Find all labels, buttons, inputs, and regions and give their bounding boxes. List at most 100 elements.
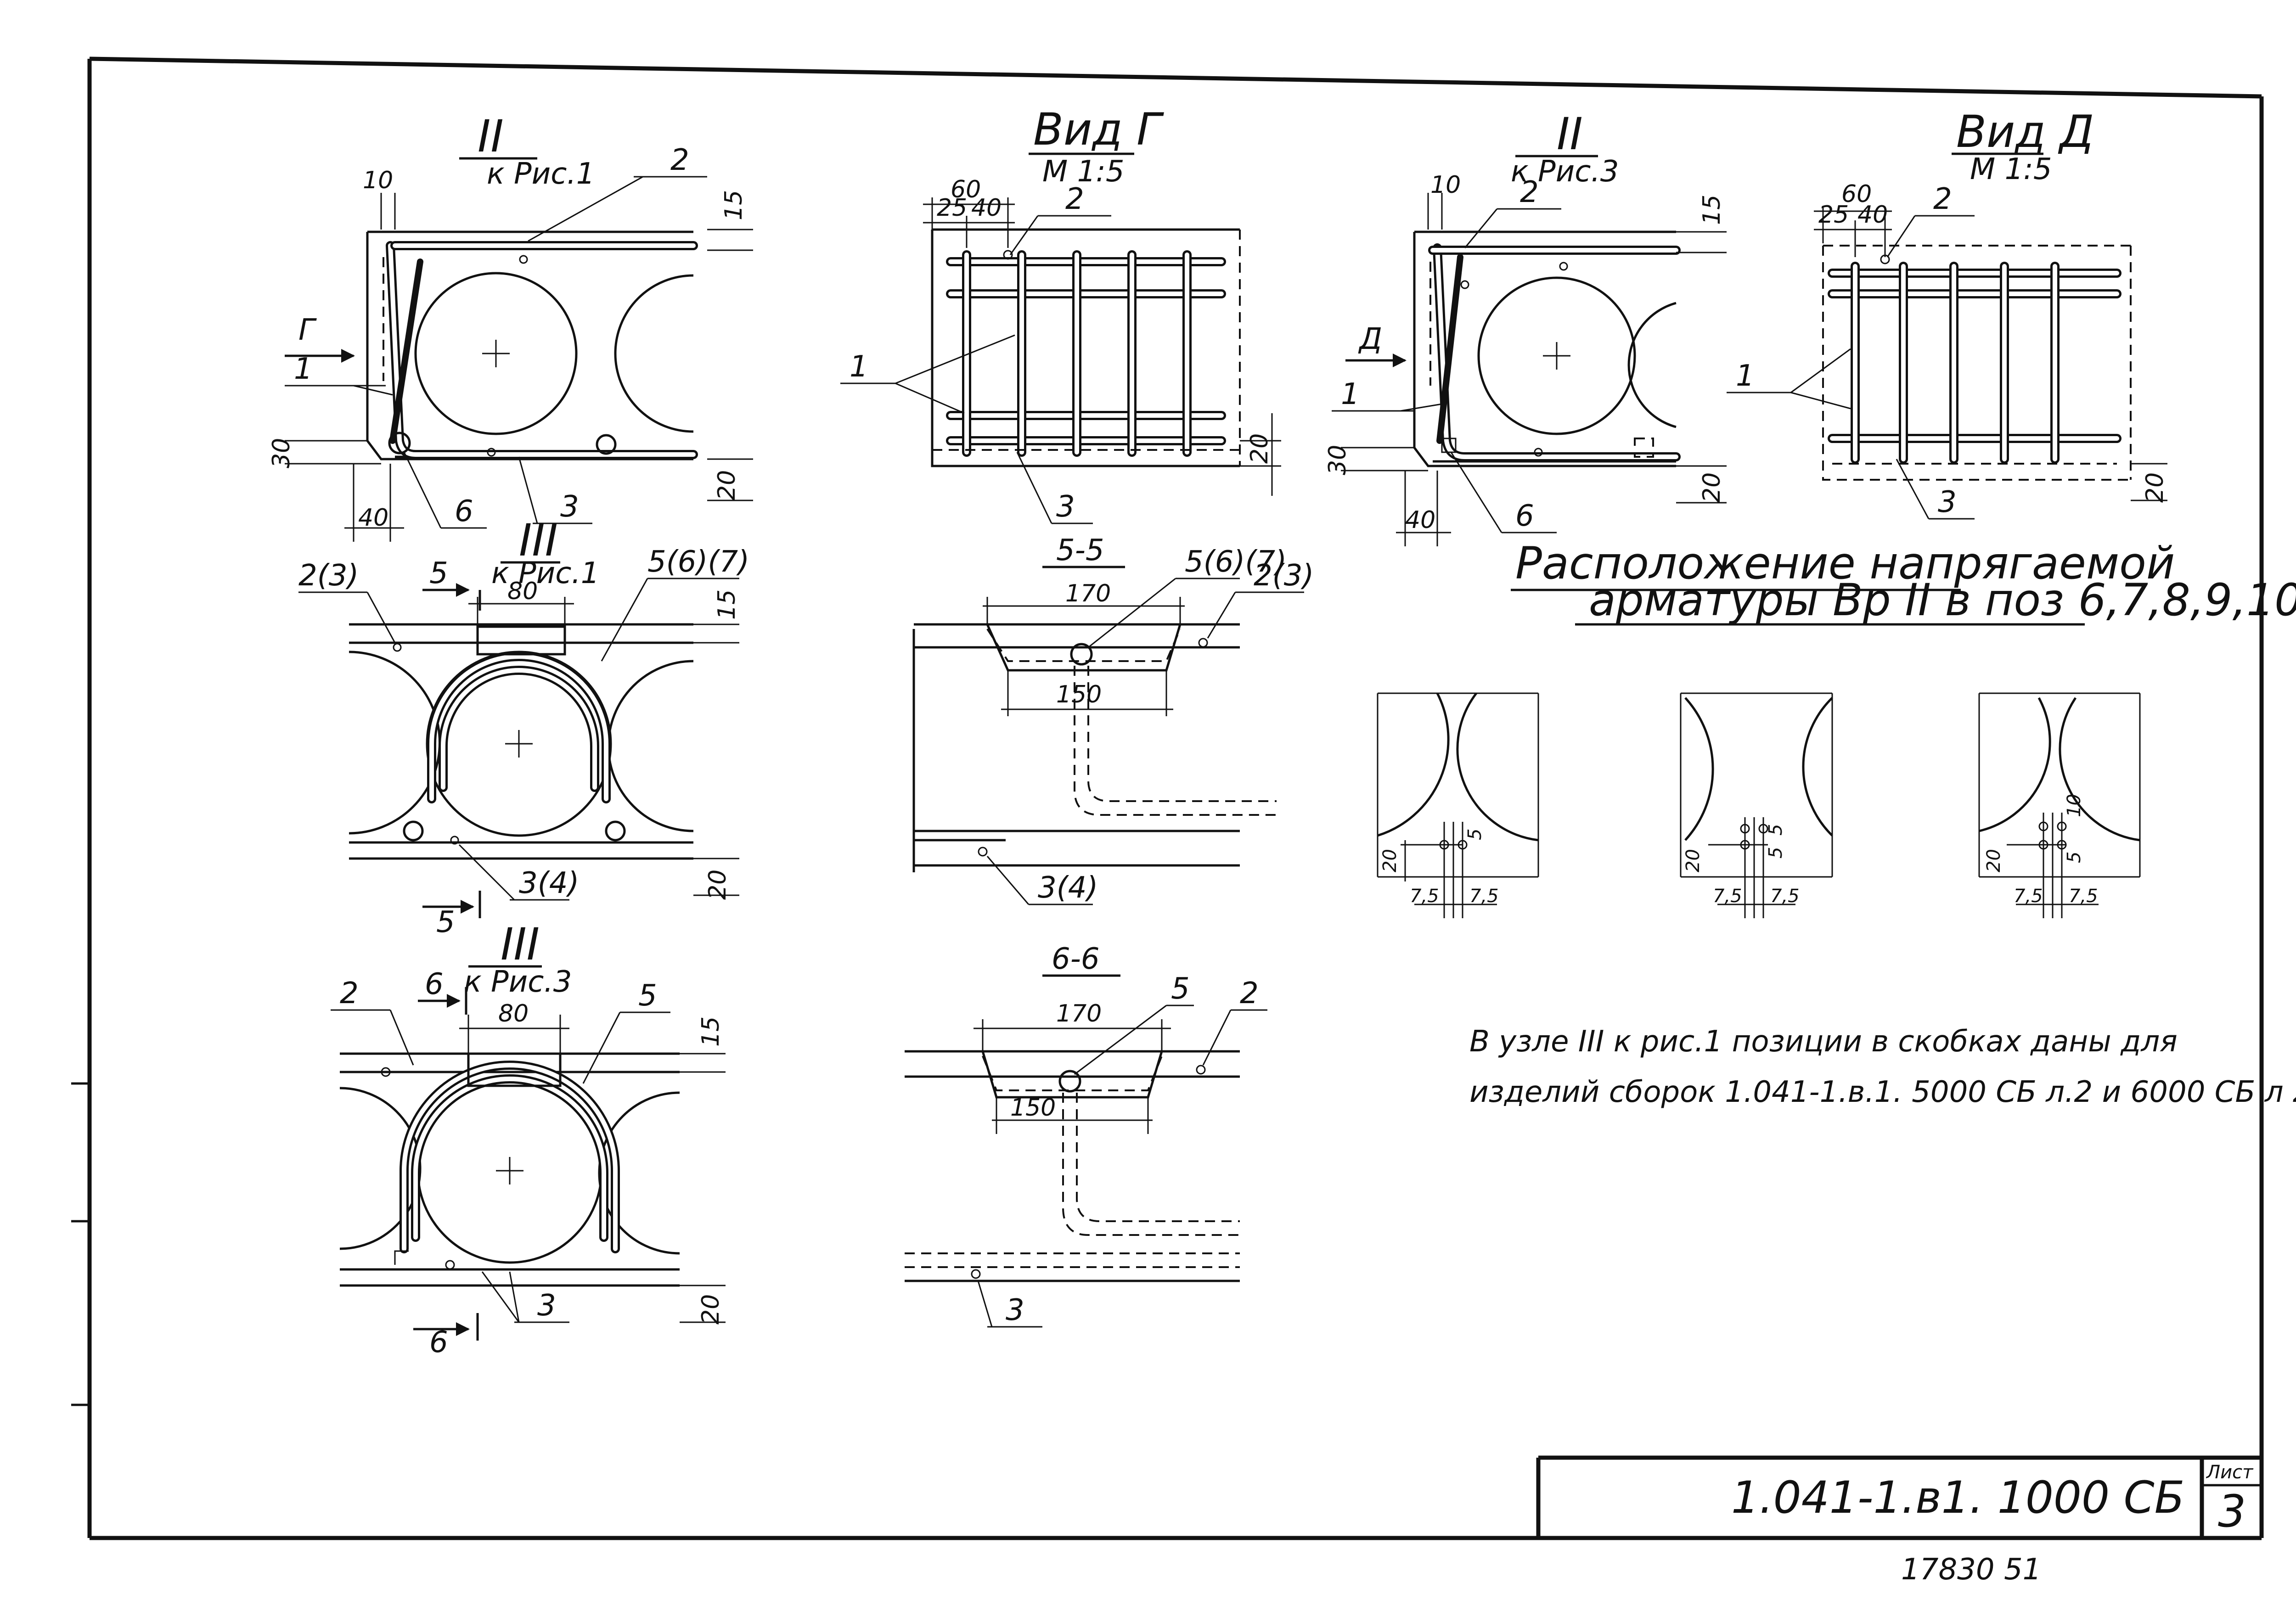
svg-text:30: 30 (1324, 445, 1351, 475)
placement-detail-1: 20 5 7,5 7,5 (1377, 692, 1539, 918)
svg-text:170: 170 (1065, 580, 1111, 607)
svg-text:60: 60 (951, 176, 981, 203)
svg-text:15: 15 (713, 589, 741, 620)
svg-text:М 1:5: М 1:5 (1970, 152, 2052, 186)
svg-text:3: 3 (1938, 485, 1957, 519)
svg-text:6-6: 6-6 (1052, 942, 1100, 976)
svg-text:20: 20 (1246, 433, 1273, 464)
svg-text:5: 5 (1464, 829, 1486, 840)
svg-text:10: 10 (363, 167, 393, 194)
svg-text:2: 2 (670, 143, 689, 177)
svg-text:20: 20 (1698, 472, 1726, 503)
svg-text:3: 3 (1006, 1293, 1024, 1327)
svg-text:1: 1 (1736, 359, 1755, 393)
svg-text:5-5: 5-5 (1056, 533, 1104, 567)
svg-text:Д: Д (1358, 322, 1382, 356)
svg-text:10: 10 (1430, 171, 1461, 199)
drawing-designation: 1.041-1.в1. 1000 СБ (1731, 1472, 2184, 1523)
svg-text:III: III (519, 515, 558, 566)
svg-text:15: 15 (697, 1016, 725, 1047)
svg-text:15: 15 (1698, 195, 1726, 225)
svg-text:6: 6 (425, 967, 444, 1001)
svg-text:5: 5 (436, 905, 455, 939)
svg-text:5(6)(7): 5(6)(7) (647, 545, 749, 579)
node-ii-fig1: II к Рис.1 10 15 30 40 (268, 111, 753, 542)
svg-text:2: 2 (1065, 182, 1084, 216)
svg-text:5: 5 (1765, 824, 1786, 836)
svg-text:6: 6 (455, 494, 473, 528)
view-title: Вид Г (1033, 104, 1164, 155)
svg-text:Г: Г (298, 313, 317, 347)
title-block: 1.041-1.в1. 1000 СБ Лист 3 (1536, 1455, 2262, 1538)
svg-text:1: 1 (850, 350, 868, 384)
svg-text:20: 20 (713, 470, 741, 500)
svg-text:5: 5 (2064, 852, 2085, 863)
svg-text:2: 2 (340, 977, 359, 1010)
svg-text:2: 2 (1240, 977, 1259, 1010)
node-ii-fig3: II к Рис.3 10 15 30 40 (1324, 108, 1727, 546)
placement-detail-2: 20 5 5 7,5 7,5 (1680, 692, 1833, 918)
sheet-number: 3 (2218, 1486, 2246, 1537)
svg-text:80: 80 (507, 578, 538, 605)
section-6-6: 6-6 170 150 5 2 3 (905, 942, 1267, 1328)
svg-text:6: 6 (1515, 499, 1534, 533)
svg-text:II: II (1557, 108, 1583, 160)
svg-text:2: 2 (1520, 175, 1539, 209)
svg-text:7,5: 7,5 (1469, 886, 1499, 907)
svg-text:2: 2 (1933, 182, 1952, 216)
placement-detail-3: 20 10 5 7,5 7,5 (1978, 692, 2141, 918)
svg-text:к Рис.3: к Рис.3 (1511, 155, 1619, 189)
view-d: Вид Д М 1:5 60 25 40 20 2 1 (1727, 106, 2169, 520)
svg-text:40: 40 (358, 504, 388, 532)
svg-text:5(6)(7): 5(6)(7) (1185, 545, 1287, 579)
svg-text:3: 3 (560, 490, 579, 524)
node-title: II (478, 111, 504, 162)
svg-text:7,5: 7,5 (1770, 886, 1800, 907)
svg-text:150: 150 (1010, 1094, 1056, 1122)
svg-text:60: 60 (1841, 180, 1872, 208)
svg-text:М 1:5: М 1:5 (1042, 155, 1125, 189)
svg-text:25: 25 (937, 194, 967, 222)
svg-text:20: 20 (1379, 849, 1401, 872)
view-g: Вид Г М 1:5 60 25 40 20 (840, 104, 1281, 524)
svg-text:5: 5 (1765, 847, 1786, 859)
svg-text:5: 5 (429, 556, 448, 590)
placement-block: Расположение напрягаемой арматуры Вр II … (1377, 538, 2296, 918)
svg-text:20: 20 (1983, 849, 2004, 872)
node-iii-fig1: III к Рис.1 5 80 15 20 (298, 515, 749, 939)
svg-text:7,5: 7,5 (2014, 886, 2043, 907)
svg-text:III: III (501, 919, 540, 970)
svg-text:к Рис.1: к Рис.1 (491, 556, 599, 590)
svg-text:10: 10 (2064, 794, 2085, 817)
note-line-1: В узле III к рис.1 позиции в скобках дан… (1469, 1025, 2178, 1059)
svg-text:2(3): 2(3) (298, 559, 359, 593)
svg-text:6: 6 (429, 1325, 448, 1359)
svg-text:1: 1 (1341, 377, 1360, 411)
svg-text:25: 25 (1818, 201, 1849, 229)
svg-text:30: 30 (268, 438, 295, 468)
svg-text:15: 15 (720, 190, 748, 220)
svg-text:3: 3 (1056, 490, 1075, 524)
svg-text:3: 3 (537, 1289, 556, 1323)
svg-text:7,5: 7,5 (2069, 886, 2098, 907)
svg-text:20: 20 (2141, 472, 2169, 503)
svg-text:20: 20 (704, 870, 732, 900)
note-line-2: изделий сборок 1.041-1.в.1. 5000 СБ л.2 … (1469, 1075, 2296, 1109)
svg-text:Вид Д: Вид Д (1956, 106, 2094, 157)
svg-text:80: 80 (498, 1000, 529, 1027)
svg-text:7,5: 7,5 (1410, 886, 1439, 907)
svg-text:5: 5 (638, 979, 657, 1013)
svg-text:40: 40 (1405, 506, 1435, 534)
svg-text:40: 40 (1857, 201, 1888, 229)
sheet-label: Лист (2206, 1462, 2254, 1483)
section-5-5: 5-5 170 150 5(6)(7) 2(3) 3(4) (912, 533, 1314, 905)
sheet-frame (71, 56, 2264, 1540)
inventory-number: 17830 51 (1901, 1553, 2041, 1587)
node-ref: к Рис.1 (487, 157, 595, 191)
svg-text:7,5: 7,5 (1713, 886, 1742, 907)
placement-title-1: Расположение напрягаемой (1515, 538, 2175, 589)
note-block: В узле III к рис.1 позиции в скобках дан… (1469, 1025, 2296, 1109)
svg-text:20: 20 (697, 1294, 725, 1325)
svg-text:20: 20 (1683, 849, 1704, 872)
